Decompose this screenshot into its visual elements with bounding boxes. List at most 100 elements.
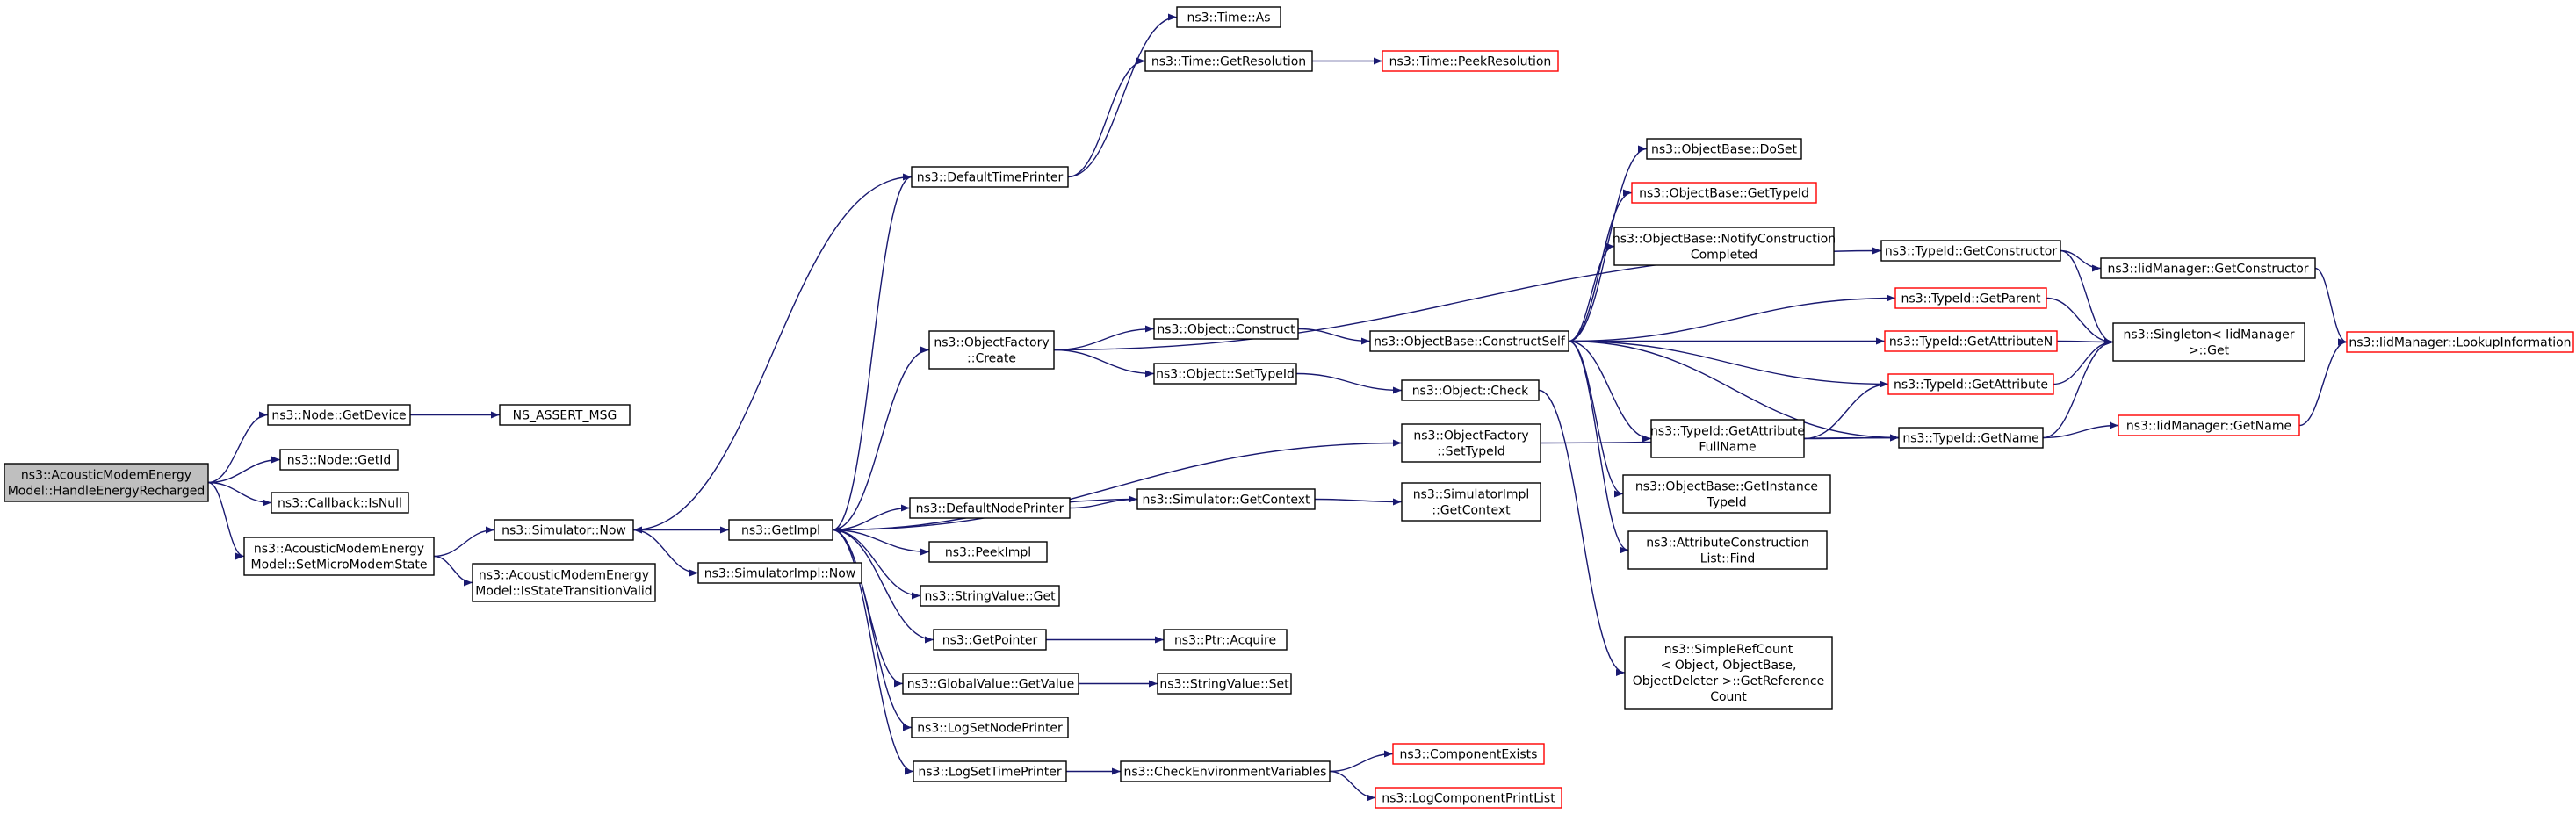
node-construct[interactable]: ns3::Object::Construct bbox=[1153, 318, 1299, 340]
node-getname[interactable]: ns3::TypeId::GetName bbox=[1898, 427, 2044, 449]
node-box bbox=[1401, 482, 1541, 522]
edge-dtp-to-timeas bbox=[1067, 13, 1178, 178]
node-label-line: ns3::Time::GetResolution bbox=[1151, 55, 1306, 69]
node-now[interactable]: ns3::Simulator::Now bbox=[494, 519, 634, 541]
node-iidgetname[interactable]: ns3::IidManager::GetName bbox=[2118, 414, 2300, 436]
node-box bbox=[267, 404, 411, 426]
node-root[interactable]: ns3::AcousticModemEnergyModel::HandleEne… bbox=[4, 463, 209, 502]
node-label-line: ns3::TypeId::GetAttribute bbox=[1650, 425, 1805, 439]
node-box bbox=[2100, 257, 2316, 279]
node-peekres[interactable]: ns3::Time::PeekResolution bbox=[1382, 50, 1559, 72]
node-peekimpl[interactable]: ns3::PeekImpl bbox=[928, 541, 1048, 563]
edge-ofcreate-to-settypeid bbox=[1053, 349, 1155, 378]
node-label-line: ns3::SimulatorImpl::Now bbox=[704, 567, 856, 581]
node-box bbox=[1884, 330, 2058, 352]
edge-ofcreate-to-construct bbox=[1053, 325, 1155, 351]
node-simimplnow[interactable]: ns3::SimulatorImpl::Now bbox=[697, 562, 862, 584]
node-box bbox=[2346, 331, 2574, 353]
node-label-line: ns3::AcousticModemEnergy bbox=[21, 469, 191, 483]
edge-objcheck-to-srcount bbox=[1538, 389, 1626, 676]
node-label-line: ns3::Time::PeekResolution bbox=[1389, 55, 1552, 69]
node-checkenv[interactable]: ns3::CheckEnvironmentVariables bbox=[1120, 760, 1331, 782]
node-dnp[interactable]: ns3::DefaultNodePrinter bbox=[909, 497, 1071, 519]
node-obgettypeid[interactable]: ns3::ObjectBase::GetTypeId bbox=[1631, 182, 1817, 204]
node-box bbox=[1144, 50, 1313, 72]
node-label-line: ns3::TypeId::GetAttributeN bbox=[1889, 335, 2053, 349]
edge-dtp-to-getres bbox=[1067, 57, 1146, 178]
edge-constructself-to-aclfind bbox=[1568, 340, 1629, 554]
node-getctor[interactable]: ns3::TypeId::GetConstructor bbox=[1880, 240, 2061, 262]
node-lookup[interactable]: ns3::IidManager::LookupInformation bbox=[2346, 331, 2574, 353]
node-box bbox=[1631, 182, 1817, 204]
node-setmicro[interactable]: ns3::AcousticModemEnergyModel::SetMicroM… bbox=[243, 537, 435, 576]
node-srcount[interactable]: ns3::SimpleRefCount< Object, ObjectBase,… bbox=[1624, 636, 1833, 710]
node-isnull[interactable]: ns3::Callback::IsNull bbox=[271, 492, 409, 514]
node-label-line: ns3::ObjectBase::DoSet bbox=[1651, 143, 1797, 157]
node-label-line: ns3::SimulatorImpl bbox=[1413, 488, 1530, 502]
node-getid[interactable]: ns3::Node::GetId bbox=[279, 449, 399, 471]
node-constructself[interactable]: ns3::ObjectBase::ConstructSelf bbox=[1369, 330, 1569, 352]
node-getres[interactable]: ns3::Time::GetResolution bbox=[1144, 50, 1313, 72]
edge-checkenv-to-logcpl bbox=[1329, 770, 1376, 802]
node-settypeid[interactable]: ns3::Object::SetTypeId bbox=[1153, 363, 1297, 385]
node-iidgetctor[interactable]: ns3::IidManager::GetConstructor bbox=[2100, 257, 2316, 279]
node-label-line: ns3::GlobalValue::GetValue bbox=[907, 678, 1074, 692]
node-compexists[interactable]: ns3::ComponentExists bbox=[1392, 743, 1545, 765]
node-label-line: ns3::SimpleRefCount bbox=[1664, 643, 1793, 657]
node-getdevice[interactable]: ns3::Node::GetDevice bbox=[267, 404, 411, 426]
node-ofcreate[interactable]: ns3::ObjectFactory::Create bbox=[928, 330, 1055, 370]
node-label-line: ns3::ComponentExists bbox=[1400, 748, 1538, 762]
node-box bbox=[920, 585, 1060, 607]
node-getpointer[interactable]: ns3::GetPointer bbox=[933, 629, 1047, 651]
node-objcheck[interactable]: ns3::Object::Check bbox=[1401, 379, 1540, 401]
edge-constructself-to-getattr bbox=[1568, 340, 1889, 388]
node-gvget[interactable]: ns3::GlobalValue::GetValue bbox=[902, 673, 1079, 695]
edge-iidgetctor-to-lookup bbox=[2314, 267, 2348, 346]
node-timeas[interactable]: ns3::Time::As bbox=[1176, 6, 1281, 28]
node-box bbox=[1894, 287, 2047, 309]
node-getimpl[interactable]: ns3::GetImpl bbox=[728, 519, 833, 541]
node-label-line: FullName bbox=[1699, 441, 1756, 455]
node-getparent[interactable]: ns3::TypeId::GetParent bbox=[1894, 287, 2047, 309]
node-box bbox=[1646, 138, 1802, 160]
node-assert[interactable]: NS_ASSERT_MSG bbox=[499, 404, 631, 426]
node-doset[interactable]: ns3::ObjectBase::DoSet bbox=[1646, 138, 1802, 160]
node-lstp[interactable]: ns3::LogSetTimePrinter bbox=[913, 760, 1067, 782]
node-logcpl[interactable]: ns3::LogComponentPrintList bbox=[1375, 787, 1562, 809]
node-label-line: ns3::Simulator::GetContext bbox=[1142, 493, 1310, 508]
node-dtp[interactable]: ns3::DefaultTimePrinter bbox=[911, 166, 1069, 188]
node-svget[interactable]: ns3::StringValue::Get bbox=[920, 585, 1060, 607]
node-label-line: ns3::IidManager::LookupInformation bbox=[2349, 336, 2571, 350]
node-label-line: Model::HandleEnergyRecharged bbox=[8, 485, 206, 499]
node-box bbox=[1136, 488, 1316, 510]
edge-getctx-to-simimplctx bbox=[1314, 498, 1403, 506]
node-box bbox=[902, 673, 1079, 695]
node-label-line: ns3::CheckEnvironmentVariables bbox=[1124, 766, 1327, 780]
node-ofsettypeid[interactable]: ns3::ObjectFactory::SetTypeId bbox=[1401, 423, 1541, 463]
node-label-line: ns3::Node::GetId bbox=[287, 454, 391, 468]
node-label-line: ns3::Object::Construct bbox=[1157, 323, 1295, 337]
node-label-line: ns3::Node::GetDevice bbox=[271, 409, 406, 423]
node-singleton[interactable]: ns3::Singleton< IidManager>::Get bbox=[2112, 322, 2305, 362]
node-ptracq[interactable]: ns3::Ptr::Acquire bbox=[1163, 629, 1288, 651]
node-lsnp[interactable]: ns3::LogSetNodePrinter bbox=[911, 717, 1069, 738]
node-notify[interactable]: ns3::ObjectBase::NotifyConstructionCompl… bbox=[1613, 227, 1836, 266]
edge-constructself-to-getattrfull bbox=[1568, 340, 1652, 443]
node-isvalid[interactable]: ns3::AcousticModemEnergyModel::IsStateTr… bbox=[472, 563, 656, 602]
node-box bbox=[933, 629, 1047, 651]
node-box bbox=[279, 449, 399, 471]
node-getattrn[interactable]: ns3::TypeId::GetAttributeN bbox=[1884, 330, 2058, 352]
edge-root-to-isnull bbox=[207, 481, 272, 507]
node-getattr[interactable]: ns3::TypeId::GetAttribute bbox=[1887, 373, 2054, 395]
edge-setmicro-to-isvalid bbox=[433, 555, 473, 587]
node-svset[interactable]: ns3::StringValue::Set bbox=[1157, 673, 1292, 695]
node-label-line: Count bbox=[1710, 690, 1747, 704]
node-getctx[interactable]: ns3::Simulator::GetContext bbox=[1136, 488, 1316, 510]
node-box bbox=[913, 760, 1067, 782]
node-box bbox=[1898, 427, 2044, 449]
node-label-line: Model::IsStateTransitionValid bbox=[475, 585, 652, 599]
node-simimplctx[interactable]: ns3::SimulatorImpl::GetContext bbox=[1401, 482, 1541, 522]
